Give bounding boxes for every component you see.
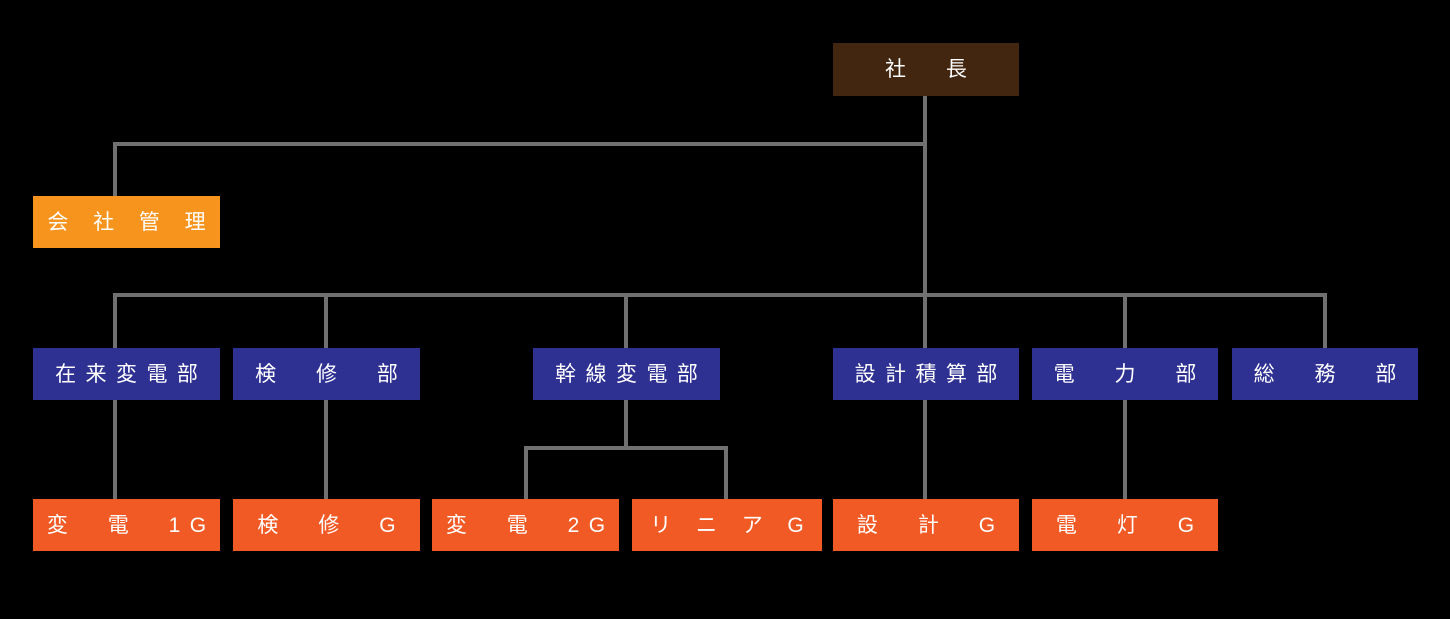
connector-president-vertical [923,95,927,348]
connector-dept3-split-drop-right [724,446,728,499]
connector-dept5-group [1123,400,1127,499]
node-department-somu: 総 務 部 [1232,348,1418,400]
node-group-dento-g: 電 灯 G [1032,499,1218,551]
connector-dept3-split-horizontal [524,446,728,450]
node-group-kenshu-g: 検 修 G [233,499,420,551]
node-group-label: 変 電 2G [445,513,615,537]
connector-dept2-group [324,400,328,499]
node-president: 社 長 [833,43,1019,96]
node-group-label: 設 計 G [856,513,1005,537]
connector-dept3-split-drop-left [524,446,528,499]
node-department-sekkei-sekisan: 設計積算部 [833,348,1019,400]
connector-management-horizontal [113,142,927,146]
node-group-label: 検 修 G [257,513,406,537]
node-president-label: 社 長 [885,58,977,81]
node-group-sekkei-g: 設 計 G [833,499,1019,551]
node-department-zairai-henden: 在来変電部 [33,348,220,400]
node-group-henden-1g: 変 電 1G [33,499,220,551]
node-department-label: 幹線変電部 [555,362,708,386]
node-department-denryoku: 電 力 部 [1032,348,1218,400]
connector-departments-horizontal [113,293,1327,297]
node-group-henden-2g: 変 電 2G [432,499,619,551]
node-company-management: 会 社 管 理 [33,196,220,248]
node-company-management-label: 会 社 管 理 [47,210,216,234]
connector-dept3-split-vertical [624,400,628,450]
connector-dept4-group [923,400,927,499]
node-department-kenshu: 検 修 部 [233,348,420,400]
node-department-label: 総 務 部 [1253,362,1406,386]
node-department-label: 在来変電部 [55,362,208,386]
connector-dept1-group [113,400,117,499]
node-department-label: 電 力 部 [1053,362,1206,386]
connector-drop-dept-6 [1323,293,1327,348]
connector-drop-dept-3 [624,293,628,348]
node-group-linear-g: リ ニ ア G [632,499,822,551]
node-department-label: 検 修 部 [255,362,408,386]
node-group-label: 電 灯 G [1055,513,1204,537]
connector-drop-dept-1 [113,293,117,348]
connector-management-vertical [113,142,117,198]
node-group-label: リ ニ ア G [650,513,814,537]
node-department-kansen-henden: 幹線変電部 [533,348,720,400]
node-department-label: 設計積算部 [854,362,1007,386]
connector-drop-dept-2 [324,293,328,348]
node-group-label: 変 電 1G [46,513,216,537]
connector-drop-dept-5 [1123,293,1127,348]
